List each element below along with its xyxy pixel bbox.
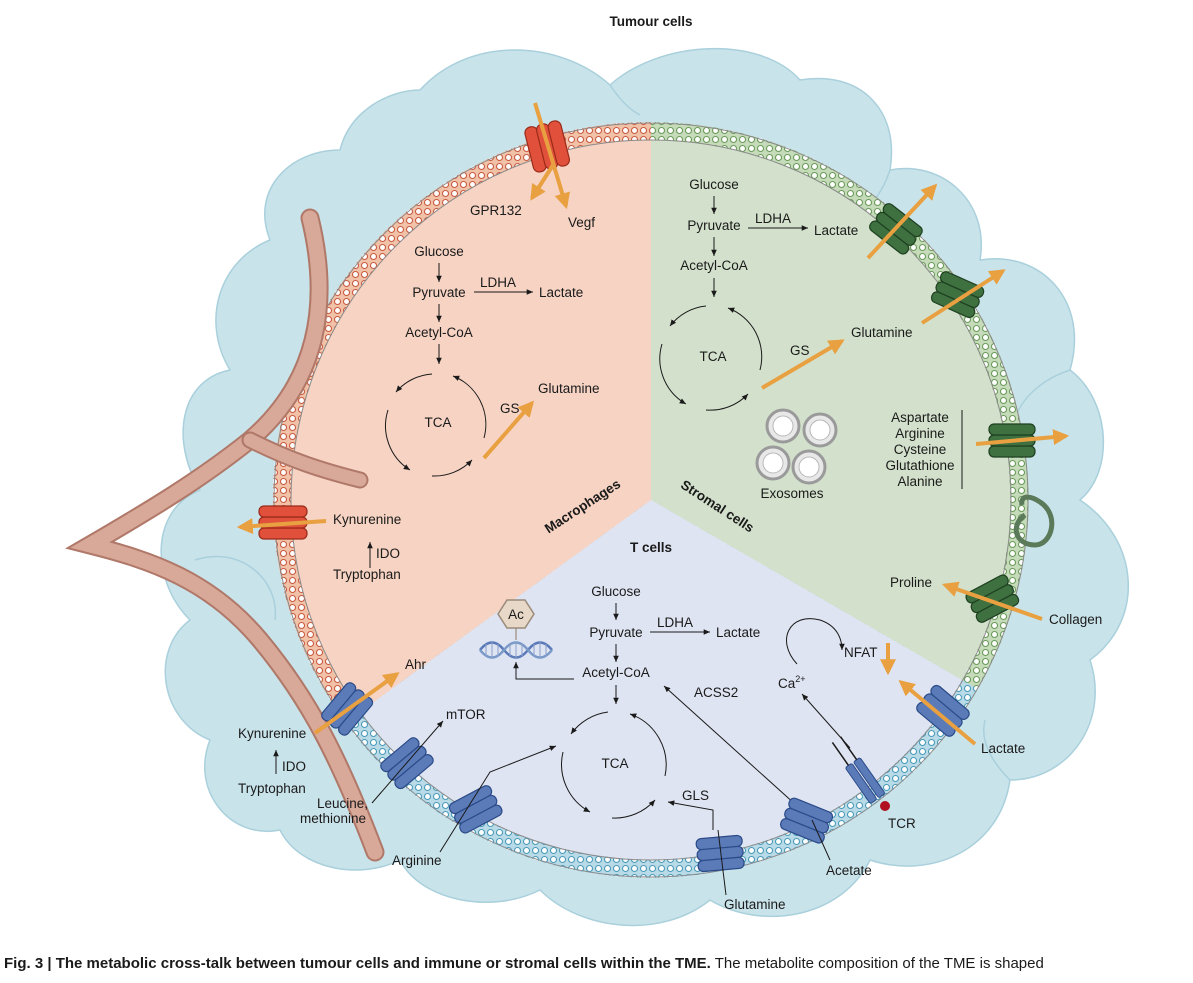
acetyl-coa-label: Acetyl-CoA xyxy=(405,325,473,340)
alanine-label: Alanine xyxy=(897,474,942,489)
tcr-receptor-icon xyxy=(831,736,885,804)
ldha-label-tcell: LDHA xyxy=(657,615,693,630)
vegf-label: Vegf xyxy=(568,215,595,230)
macrophage-region xyxy=(290,139,651,712)
ido-label-tcell: IDO xyxy=(282,759,306,774)
gs-label-stromal: GS xyxy=(790,343,810,358)
tcell-section: Glucose Pyruvate LDHA Lactate Acetyl-CoA… xyxy=(238,584,1025,912)
tcr-label: TCR xyxy=(888,816,916,831)
lactate-channel xyxy=(916,684,970,737)
lactate-label-tcell: Lactate xyxy=(716,625,760,640)
acss2-label: ACSS2 xyxy=(694,685,738,700)
glucose-label-stromal: Glucose xyxy=(689,177,739,192)
arginine-label-stromal: Arginine xyxy=(895,426,945,441)
tca-cycle xyxy=(385,373,487,477)
ac-label: Ac xyxy=(508,607,524,622)
tumour-cells-title: Tumour cells xyxy=(609,14,692,29)
arginine-channel xyxy=(448,785,503,834)
aspartate-label: Aspartate xyxy=(891,410,949,425)
ca-label: Ca2+ xyxy=(778,674,806,691)
glutathione-label: Glutathione xyxy=(885,458,954,473)
tryptophan-label-tcell: Tryptophan xyxy=(238,781,306,796)
acetyl-coa-label-stromal: Acetyl-CoA xyxy=(680,258,748,273)
acetyl-hexagon-icon xyxy=(497,599,535,629)
blood-vessel xyxy=(65,208,385,862)
glutamine-label: Glutamine xyxy=(538,381,600,396)
proline-label: Proline xyxy=(890,575,932,590)
gpr132-label: GPR132 xyxy=(470,203,522,218)
glucose-label-tcell: Glucose xyxy=(591,584,641,599)
t-cells-title: T cells xyxy=(630,540,672,555)
stromal-region xyxy=(651,140,1011,680)
tryptophan-label-macrophage: Tryptophan xyxy=(333,567,401,582)
tca-cycle-stromal xyxy=(659,305,763,411)
gs-label: GS xyxy=(500,401,520,416)
ldha-label-stromal: LDHA xyxy=(755,211,791,226)
tca-label-stromal: TCA xyxy=(700,349,727,364)
lactate-label: Lactate xyxy=(539,285,583,300)
acetyl-coa-label-tcell: Acetyl-CoA xyxy=(582,665,650,680)
ido-label-macrophage: IDO xyxy=(376,546,400,561)
collagen-label: Collagen xyxy=(1049,612,1102,627)
methionine-label: methionine xyxy=(300,811,366,826)
acetate-channel xyxy=(779,797,834,844)
kynurenine-label-macrophage: Kynurenine xyxy=(333,512,401,527)
gls-label: GLS xyxy=(682,788,709,803)
tcr-ligand-icon xyxy=(880,801,890,811)
cell-interior xyxy=(290,139,1012,861)
figure-caption: Fig. 3 | The metabolic cross-talk betwee… xyxy=(4,955,1189,972)
acetate-label: Acetate xyxy=(826,863,872,878)
pyruvate-label: Pyruvate xyxy=(412,285,465,300)
glutamine-channel xyxy=(695,834,745,873)
tca-label: TCA xyxy=(425,415,452,430)
exosomes-label: Exosomes xyxy=(760,486,823,501)
glucose-label: Glucose xyxy=(414,244,464,259)
ahr-label: Ahr xyxy=(405,657,427,672)
pyruvate-label-tcell: Pyruvate xyxy=(589,625,642,640)
tcell-region xyxy=(360,500,962,860)
mtor-label: mTOR xyxy=(446,707,486,722)
macrophage-section: GPR132 Vegf Glucose Pyruvate LDHA Lactat… xyxy=(236,102,600,582)
arginine-label-tcell: Arginine xyxy=(392,853,442,868)
lactate-label-tcell-outside: Lactate xyxy=(981,741,1025,756)
exosomes-icon xyxy=(755,408,838,485)
stromal-section: Glucose Pyruvate LDHA Lactate Acetyl-CoA… xyxy=(659,177,1102,627)
leucine-label: Leucine, xyxy=(317,796,368,811)
lactate-label-stromal: Lactate xyxy=(814,223,858,238)
glutamine-label-stromal: Glutamine xyxy=(851,325,913,340)
ldha-label: LDHA xyxy=(480,275,516,290)
pyruvate-label-stromal: Pyruvate xyxy=(687,218,740,233)
caption-bold: Fig. 3 | The metabolic cross-talk betwee… xyxy=(4,955,711,972)
nfat-label: NFAT xyxy=(844,645,878,660)
caption-text: The metabolite composition of the TME is… xyxy=(710,955,1044,972)
glutamine-label-tcell: Glutamine xyxy=(724,897,786,912)
tca-label-tcell: TCA xyxy=(602,756,629,771)
cysteine-label: Cysteine xyxy=(894,442,947,457)
kynurenine-label-tcell: Kynurenine xyxy=(238,726,306,741)
membrane-vesicle xyxy=(1013,494,1055,548)
dna-icon xyxy=(479,641,553,659)
tca-cycle-tcell xyxy=(561,711,667,819)
